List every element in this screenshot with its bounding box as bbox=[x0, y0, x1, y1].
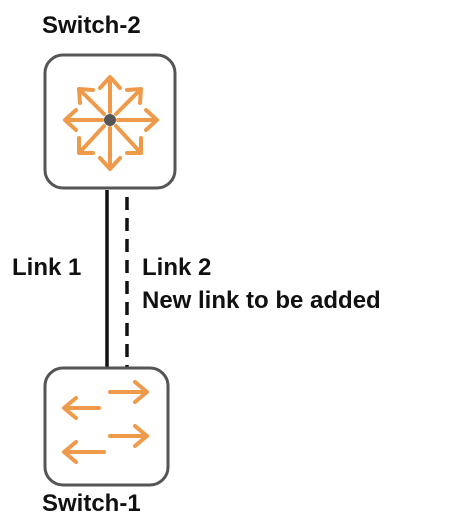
switch-1-label: Switch-1 bbox=[42, 490, 141, 517]
l3-switch-arrows-icon bbox=[63, 75, 159, 171]
l2-switch-arrows-icon bbox=[62, 380, 149, 464]
switch-2-device[interactable] bbox=[43, 53, 177, 190]
link-2-description: New link to be added bbox=[142, 287, 381, 314]
link-2-label: Link 2 bbox=[142, 254, 212, 281]
link-1-label: Link 1 bbox=[12, 254, 82, 281]
switch-1-device[interactable] bbox=[43, 366, 170, 487]
switch-center-dot bbox=[104, 114, 116, 126]
switch-2-label: Switch-2 bbox=[42, 12, 141, 39]
